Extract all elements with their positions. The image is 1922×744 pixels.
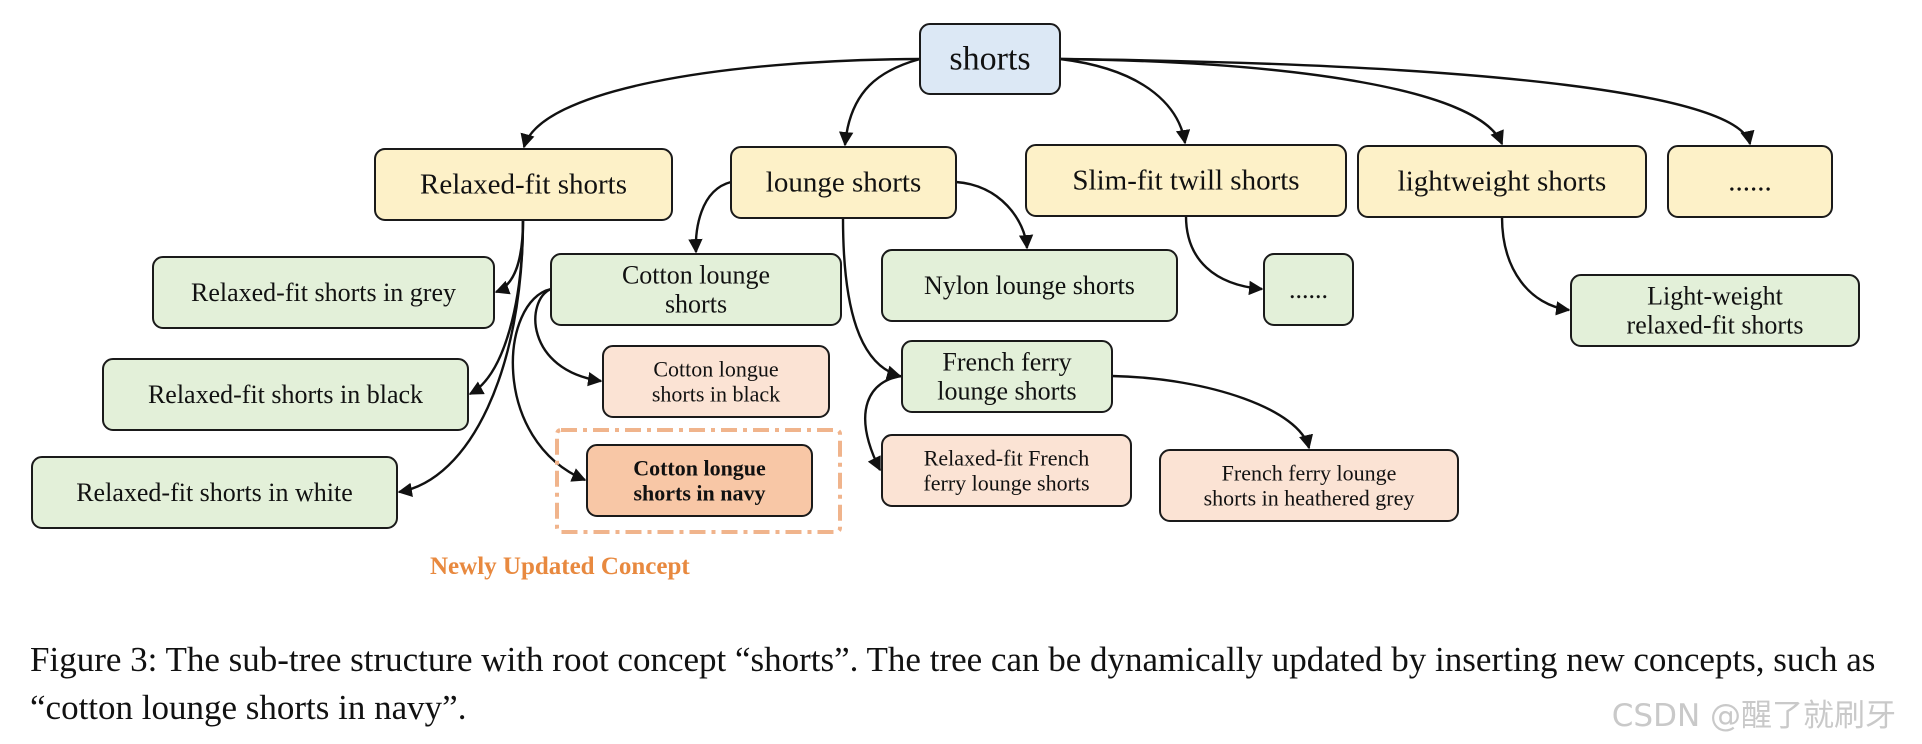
edge-slim-to-more2 — [1184, 215, 1264, 296]
node-label-cotton: Cotton lounge — [622, 260, 770, 289]
node-more1: ...... — [1667, 145, 1833, 218]
node-label-slim: Slim-fit twill shorts — [1072, 165, 1299, 197]
node-label-navy: Cotton longue — [633, 456, 766, 481]
edge-lounge-to-french — [841, 217, 902, 380]
node-more2: ...... — [1263, 253, 1354, 326]
node-label-cblack: Cotton longue — [653, 357, 778, 382]
node-black: Relaxed-fit shorts in black — [102, 358, 469, 431]
node-label-relaxed: Relaxed-fit shorts — [420, 169, 627, 201]
node-label-cblack: shorts in black — [652, 381, 780, 406]
node-slim: Slim-fit twill shorts — [1025, 144, 1347, 217]
edge-root-to-relaxed — [520, 57, 921, 149]
node-lightweight: lightweight shorts — [1357, 145, 1647, 218]
edge-cotton-to-cblack — [534, 287, 603, 387]
node-label-frelaxed: ferry lounge shorts — [923, 470, 1089, 495]
edge-root-to-more1 — [1059, 57, 1755, 146]
node-box-navy — [586, 444, 813, 517]
node-label-nylon: Nylon lounge shorts — [924, 271, 1135, 300]
node-box-french — [901, 340, 1113, 413]
node-label-lightweight: lightweight shorts — [1398, 166, 1607, 198]
node-label-french: French ferry — [942, 347, 1071, 376]
edge-root-to-lounge — [839, 57, 921, 147]
figure-caption: Figure 3: The sub-tree structure with ro… — [30, 640, 1876, 727]
node-label-white: Relaxed-fit shorts in white — [76, 478, 353, 507]
node-box-black — [102, 358, 469, 431]
node-label-more2: ...... — [1289, 275, 1328, 304]
node-lounge: lounge shorts — [730, 146, 957, 219]
node-label-lwrelaxed: relaxed-fit shorts — [1627, 311, 1804, 340]
node-label-root: shorts — [949, 41, 1030, 78]
new-concept-highlight-box — [555, 428, 842, 534]
node-box-fgrey — [1159, 449, 1459, 522]
node-box-more2 — [1263, 253, 1354, 326]
node-label-lwrelaxed: Light-weight — [1647, 281, 1784, 310]
node-label-french: lounge shorts — [937, 377, 1076, 406]
node-box-nylon — [881, 249, 1178, 322]
node-grey: Relaxed-fit shorts in grey — [152, 256, 495, 329]
node-box-more1 — [1667, 145, 1833, 218]
node-label-cotton: shorts — [665, 290, 727, 319]
node-box-root — [919, 23, 1061, 95]
edge-root-to-slim — [1059, 57, 1191, 145]
edge-lounge-to-nylon — [955, 180, 1034, 250]
node-label-lounge: lounge shorts — [766, 167, 921, 199]
node-nylon: Nylon lounge shorts — [881, 249, 1178, 322]
new-concept-label: Newly Updated Concept — [430, 553, 690, 580]
node-box-white — [31, 456, 398, 529]
edge-relaxed-to-white — [397, 219, 525, 497]
node-root: shorts — [919, 23, 1061, 95]
node-box-grey — [152, 256, 495, 329]
node-label-grey: Relaxed-fit shorts in grey — [191, 278, 456, 307]
edge-french-to-frelaxed — [864, 374, 903, 472]
node-label-black: Relaxed-fit shorts in black — [148, 380, 423, 409]
edge-french-to-fgrey — [1111, 374, 1313, 450]
node-label-more1: ...... — [1728, 166, 1772, 198]
watermark: CSDN @醒了就刷牙 — [1611, 698, 1896, 734]
node-box-cblack — [602, 345, 830, 418]
node-white: Relaxed-fit shorts in white — [31, 456, 398, 529]
node-label-fgrey: shorts in heathered grey — [1204, 485, 1415, 510]
node-box-lounge — [730, 146, 957, 219]
node-box-slim — [1025, 144, 1347, 217]
edge-lightweight-to-lwrelaxed — [1500, 216, 1571, 316]
node-box-cotton — [550, 253, 842, 326]
node-label-navy: shorts in navy — [633, 480, 765, 505]
node-label-frelaxed: Relaxed-fit French — [924, 446, 1090, 471]
edge-cotton-to-navy — [511, 287, 587, 482]
node-box-lwrelaxed — [1570, 274, 1860, 347]
node-relaxed: Relaxed-fit shorts — [374, 148, 673, 221]
node-box-frelaxed — [881, 434, 1132, 507]
edge-lounge-to-cotton — [688, 180, 732, 254]
node-box-relaxed — [374, 148, 673, 221]
node-box-lightweight — [1357, 145, 1647, 218]
node-label-fgrey: French ferry lounge — [1222, 461, 1397, 486]
edges-layer — [397, 57, 1755, 497]
